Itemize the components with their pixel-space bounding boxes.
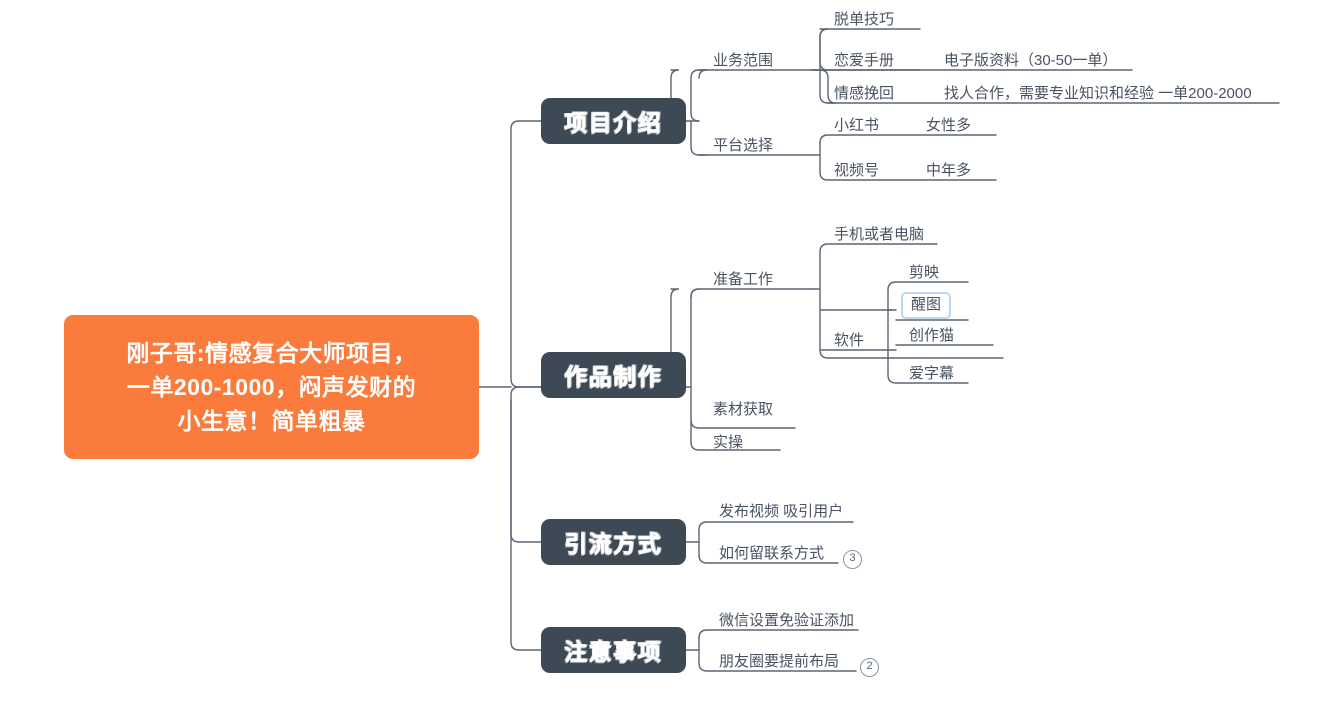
branch-node-label: 注意事项: [564, 639, 663, 665]
topic-single-tips[interactable]: 脱单技巧: [834, 11, 895, 28]
topic-jianying[interactable]: 剪映: [909, 264, 940, 281]
topic-preparation[interactable]: 准备工作: [713, 271, 774, 288]
topic-platform-choice[interactable]: 平台选择: [713, 137, 774, 154]
topic-aizimu[interactable]: 爱字幕: [909, 365, 955, 382]
branch-node-label: 项目介绍: [564, 110, 663, 136]
topic-love-handbook-note[interactable]: 电子版资料（30-50一单）: [944, 52, 1118, 69]
topic-practice[interactable]: 实操: [713, 434, 744, 451]
root-node-label: 刚子哥:情感复合大师项目， 一单200-1000，闷声发财的 小生意！简单粗暴: [126, 340, 417, 434]
branch-node-project-intro[interactable]: 项目介绍: [541, 98, 686, 144]
topic-emotional-recovery-note[interactable]: 找人合作，需要专业知识和经验 一单200-2000: [944, 85, 1252, 102]
topic-moments-layout[interactable]: 朋友圈要提前布局: [719, 653, 840, 670]
topic-leave-contact[interactable]: 如何留联系方式: [719, 545, 825, 562]
collapse-badge-traffic[interactable]: 3: [843, 550, 862, 569]
topic-xingtu-selected[interactable]: 醒图: [901, 292, 952, 319]
topic-material-acquisition[interactable]: 素材获取: [713, 401, 774, 418]
topic-phone-or-computer[interactable]: 手机或者电脑: [834, 226, 925, 243]
topic-xiaohongshu-note[interactable]: 女性多: [926, 117, 972, 134]
topic-love-handbook[interactable]: 恋爱手册: [834, 52, 895, 69]
branch-node-cautions[interactable]: 注意事项: [541, 627, 686, 673]
branch-node-traffic-method[interactable]: 引流方式: [541, 519, 686, 565]
root-node[interactable]: 刚子哥:情感复合大师项目， 一单200-1000，闷声发财的 小生意！简单粗暴: [64, 315, 479, 459]
topic-business-scope[interactable]: 业务范围: [713, 52, 774, 69]
topic-video-account-note[interactable]: 中年多: [926, 162, 972, 179]
topic-video-account[interactable]: 视频号: [834, 162, 880, 179]
branch-node-content-production[interactable]: 作品制作: [541, 352, 686, 398]
collapse-badge-cautions[interactable]: 2: [860, 658, 879, 677]
topic-xiaohongshu[interactable]: 小红书: [834, 117, 880, 134]
topic-chuangzuomao[interactable]: 创作猫: [909, 327, 955, 344]
topic-software[interactable]: 软件: [834, 332, 865, 349]
branch-node-label: 作品制作: [564, 364, 663, 390]
topic-publish-video[interactable]: 发布视频 吸引用户: [719, 503, 844, 520]
topic-emotional-recovery[interactable]: 情感挽回: [834, 85, 895, 102]
topic-wechat-no-verify[interactable]: 微信设置免验证添加: [719, 612, 855, 629]
branch-node-label: 引流方式: [564, 531, 663, 557]
